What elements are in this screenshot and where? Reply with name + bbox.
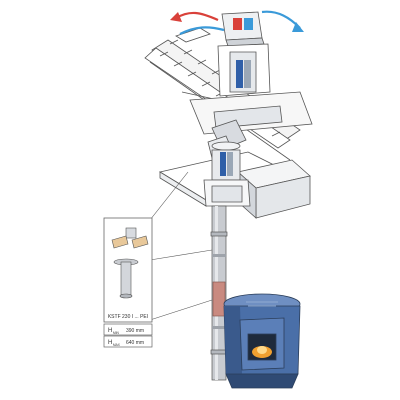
row-min-value: 390 mm — [126, 328, 144, 334]
pellet-stove — [223, 293, 301, 389]
detail-callout-lines — [149, 171, 213, 321]
dimension-table: H MIN 390 mm H MAX 640 mm — [103, 323, 153, 348]
detail-inset: KSTF 230 I ... PEI — [103, 217, 153, 323]
flue-pipe — [210, 205, 228, 381]
row-min-subscript: MIN — [113, 331, 120, 335]
row-min-symbol: H — [108, 328, 112, 334]
row-max-subscript: MAX — [113, 343, 121, 347]
row-max-symbol: H — [108, 340, 112, 346]
cold-air-arrow — [179, 10, 304, 35]
flue-elbow — [203, 119, 251, 207]
clamp-parts — [111, 227, 149, 299]
row-max-value: 640 mm — [126, 340, 144, 346]
part-code: KSTF 230 I ... PEI — [108, 314, 148, 320]
warm-air-arrow — [170, 11, 219, 22]
